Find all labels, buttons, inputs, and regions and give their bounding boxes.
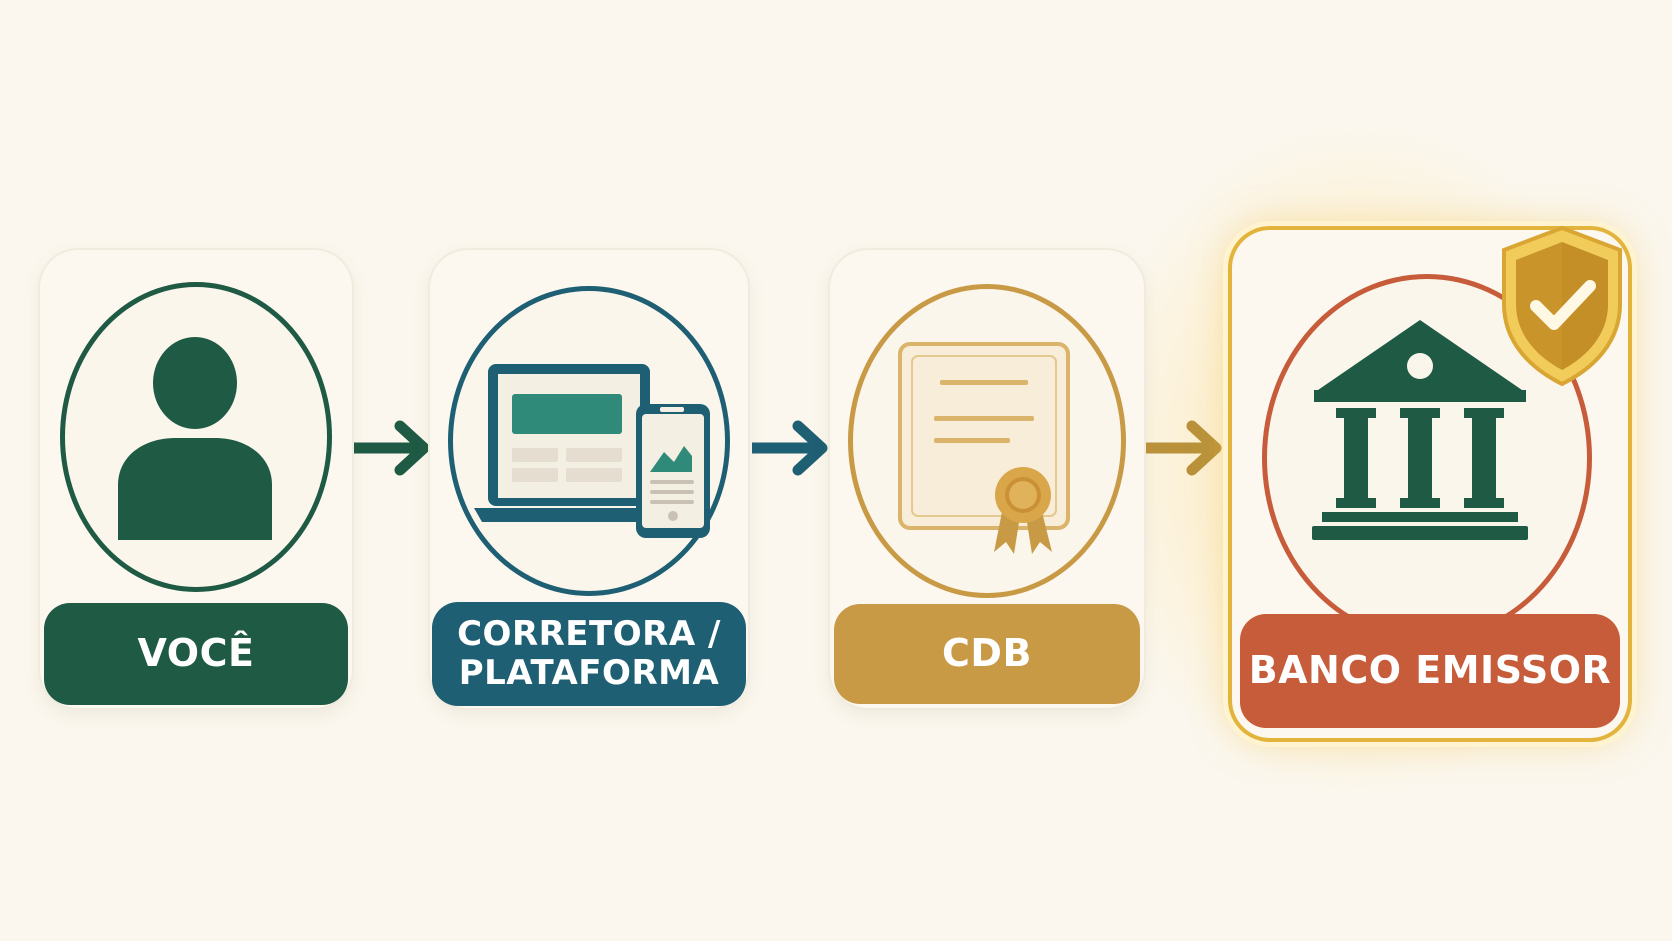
laptop-phone-icon <box>474 364 710 538</box>
step-label-corretora: CORRETORA / PLATAFORMA <box>432 602 746 706</box>
step-card-corretora: CORRETORA / PLATAFORMA <box>430 250 748 708</box>
arrow-icon <box>354 420 430 476</box>
step-card-cdb: CDB <box>830 250 1144 708</box>
certificate-icon <box>898 342 1070 554</box>
step-label-banco-emissor: BANCO EMISSOR <box>1240 614 1620 728</box>
shield-check-icon <box>1502 225 1622 387</box>
step-label-cdb: CDB <box>834 604 1140 704</box>
person-icon <box>118 337 272 540</box>
arrow-icon <box>752 420 828 476</box>
ring-voce <box>60 282 332 592</box>
arrow-icon <box>1146 420 1222 476</box>
step-card-voce: VOCÊ <box>40 250 352 708</box>
bank-building-icon <box>1312 320 1528 540</box>
step-label-voce: VOCÊ <box>44 603 348 705</box>
